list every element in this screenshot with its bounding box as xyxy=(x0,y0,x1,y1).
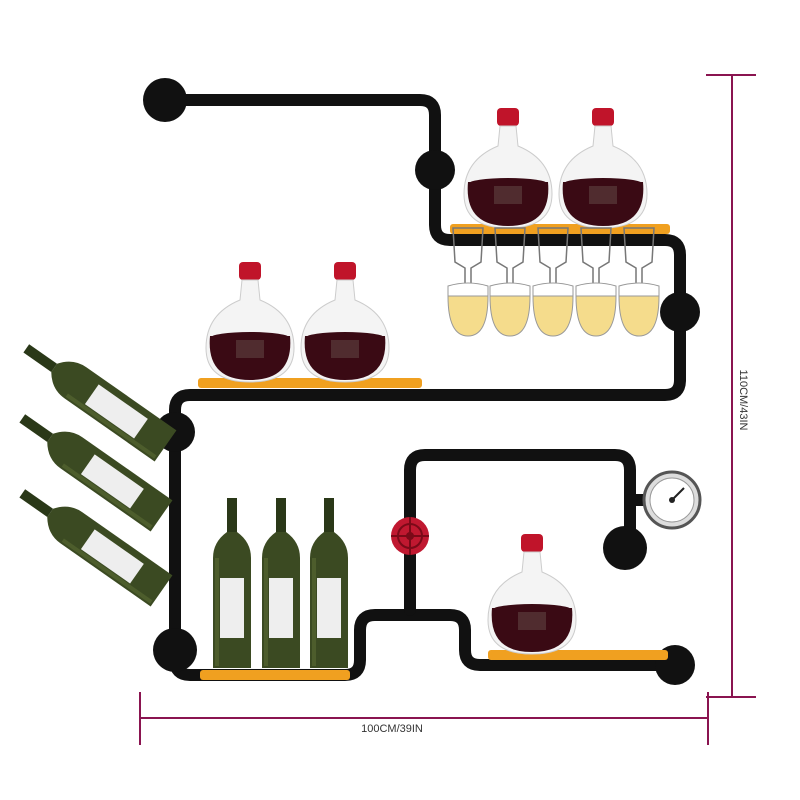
tilted-bottles xyxy=(11,332,177,607)
width-dimension-label: 100CM/39IN xyxy=(361,723,423,735)
height-dimension-label: 110CM/43IN xyxy=(737,370,749,431)
pressure-gauge xyxy=(642,470,702,530)
dimension-lines xyxy=(139,74,756,745)
valve-wheel xyxy=(391,517,429,555)
upright-bottles xyxy=(213,498,348,668)
